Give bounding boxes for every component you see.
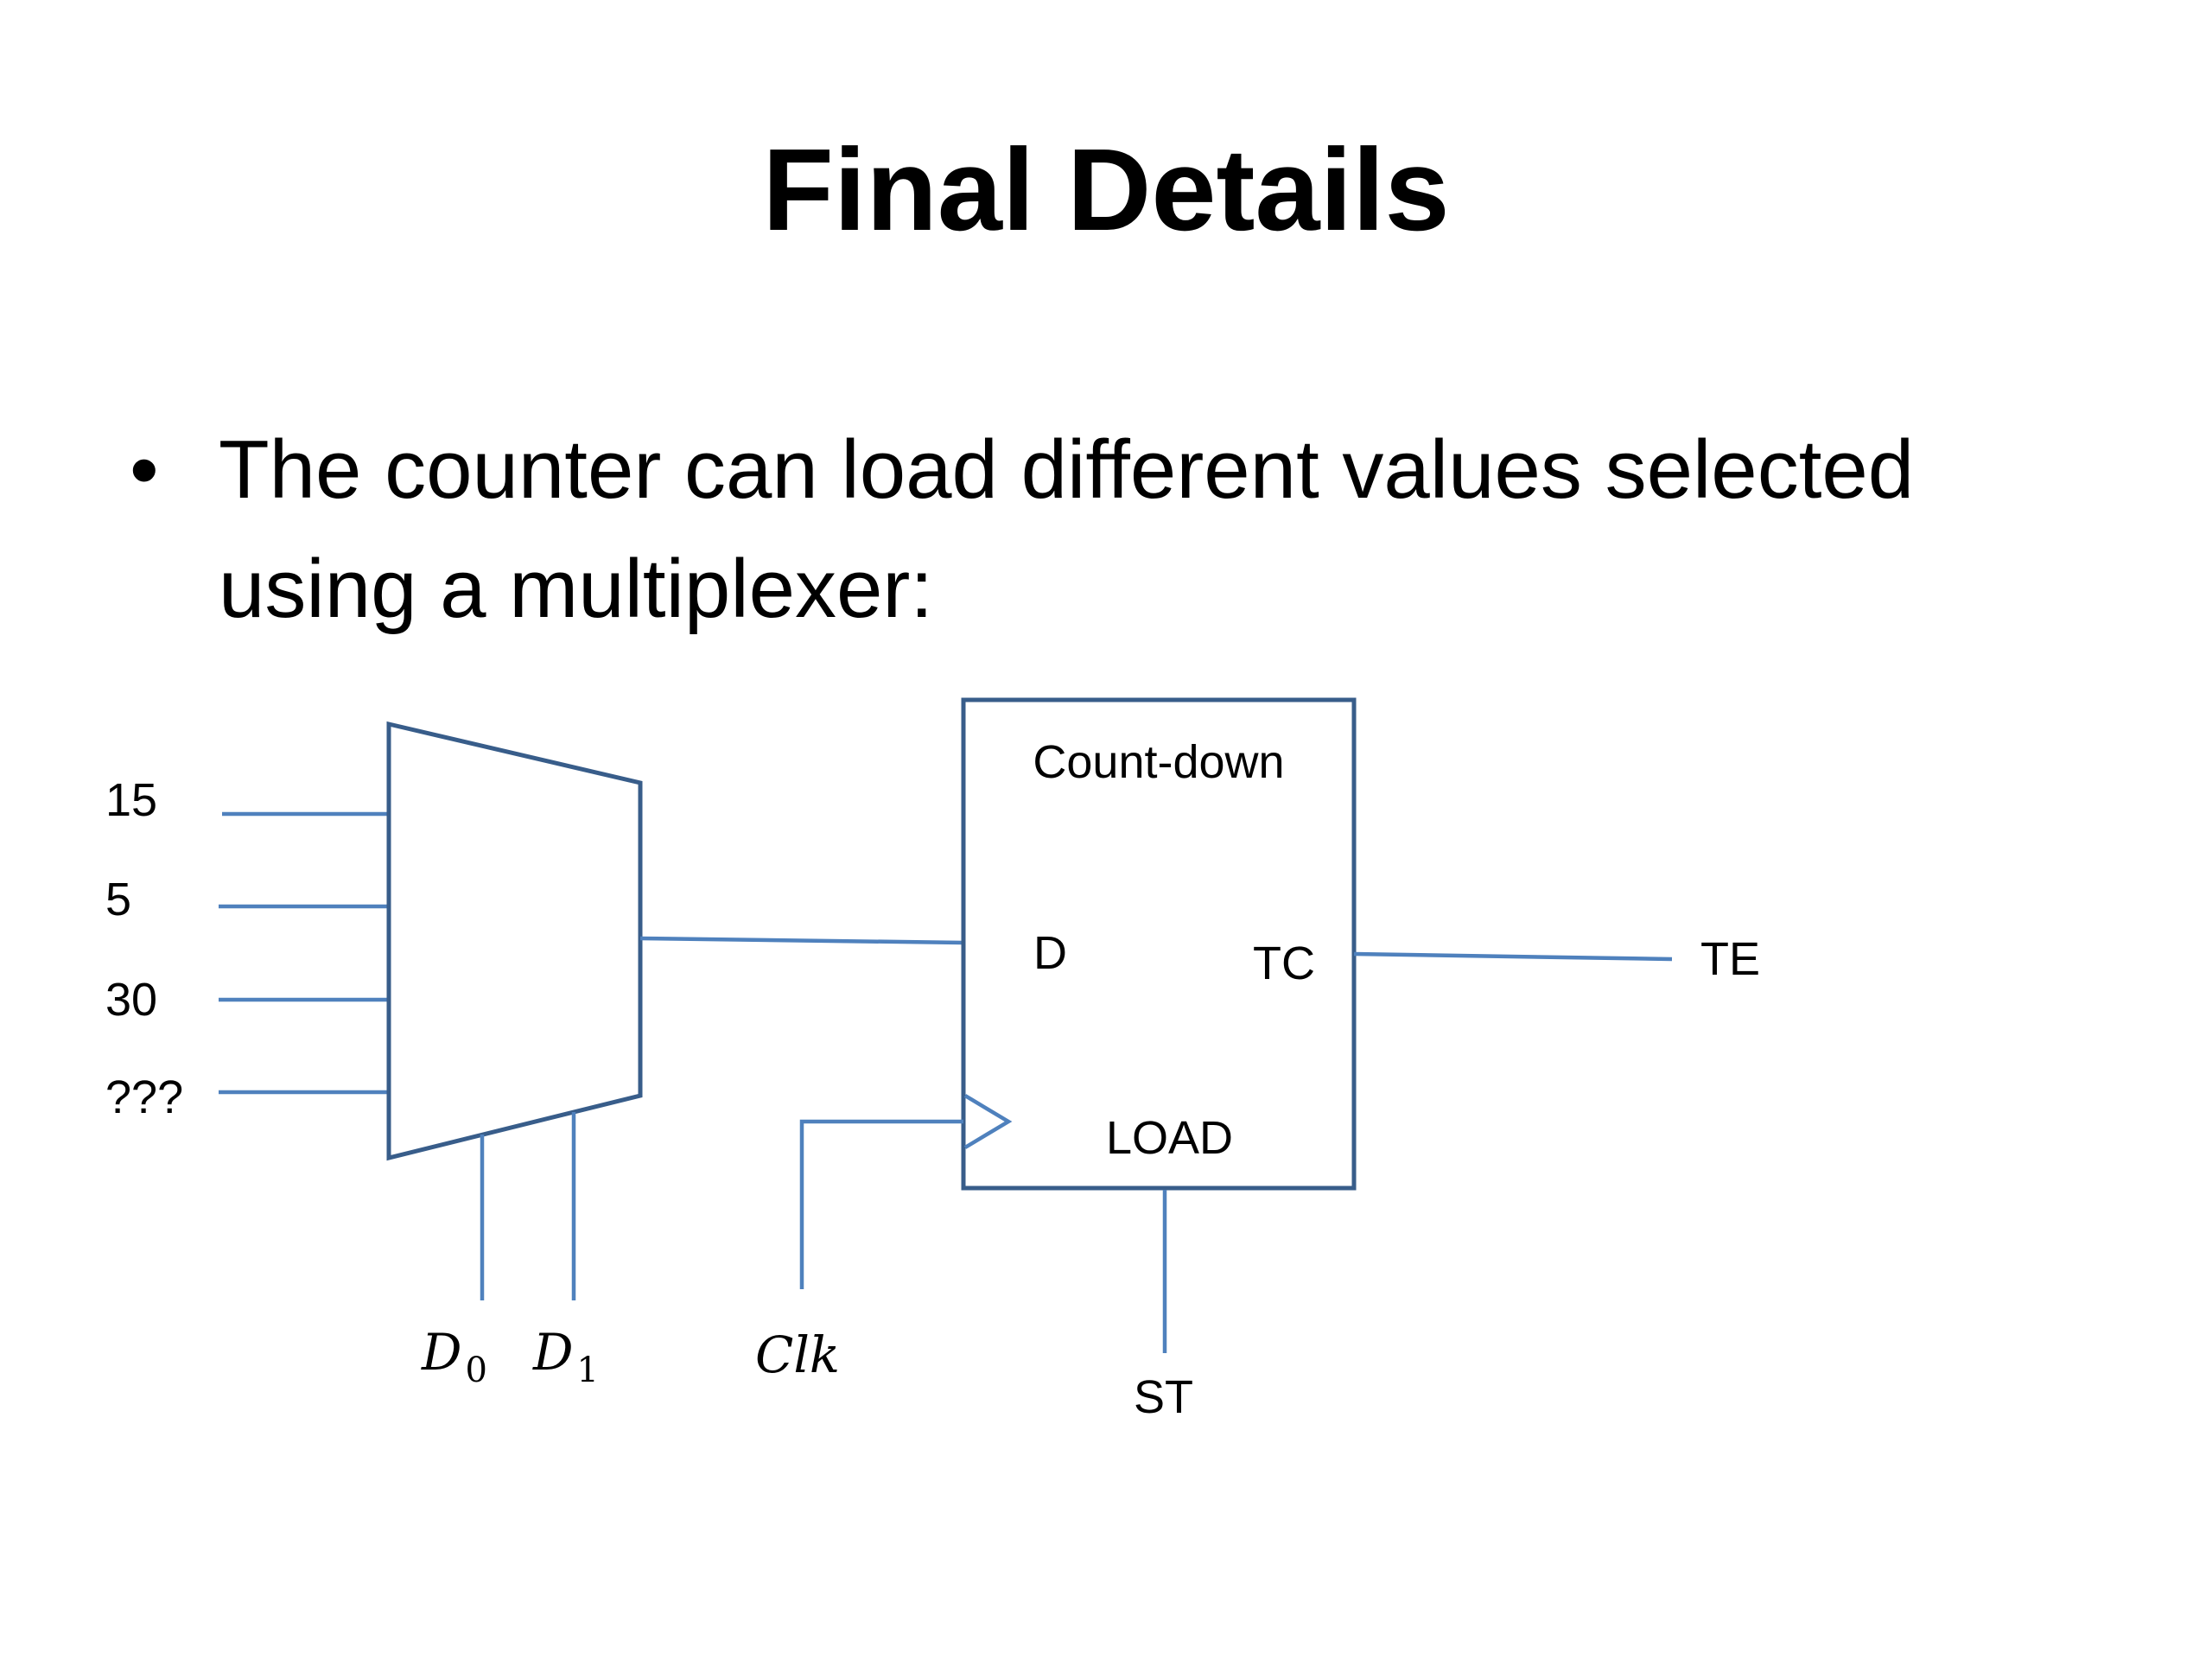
bullet-dot-icon: •: [130, 423, 159, 516]
clock-triangle-icon: [963, 1094, 1013, 1149]
clock-label: Clk: [755, 1325, 840, 1384]
output-te-label: TE: [1700, 933, 1760, 985]
counter-d-label: D: [1033, 927, 1067, 979]
mux-output-wire: [639, 936, 964, 945]
select-label-d1-symbol: D: [532, 1323, 574, 1382]
mux-input-label-3: ???: [105, 1071, 183, 1123]
select-label-d0-symbol: D: [421, 1323, 462, 1382]
slide-title: Final Details: [762, 124, 1450, 255]
bullet-text: The counter can load different values se…: [219, 423, 1915, 635]
counter-tc-label: TC: [1253, 938, 1315, 989]
counter-title: Count-down: [1033, 736, 1284, 788]
countdown-counter-block: [961, 697, 1357, 1191]
multiplexer-block: [386, 721, 643, 1161]
mux-input-label-0: 15: [105, 774, 157, 826]
select-label-d0-subscript: 0: [466, 1351, 487, 1390]
mux-input-label-1: 5: [105, 874, 131, 925]
bullet-item: • The counter can load different values …: [130, 410, 2117, 649]
tc-output-wire: [1353, 951, 1673, 962]
mux-input-label-2: 30: [105, 974, 157, 1026]
st-label: ST: [1134, 1371, 1193, 1423]
bullet-list: • The counter can load different values …: [130, 410, 2117, 649]
clock-wire: [799, 1119, 963, 1289]
select-label-d1-subscript: 1: [577, 1351, 599, 1390]
counter-load-label: LOAD: [1106, 1112, 1233, 1164]
